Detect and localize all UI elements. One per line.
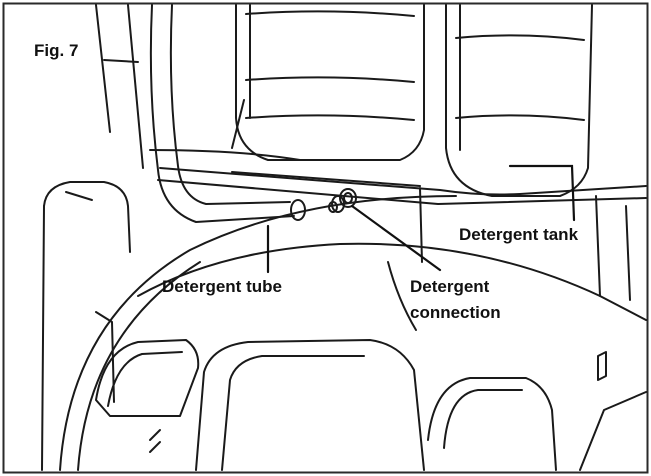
figure-number-label: Fig. 7 (34, 41, 78, 60)
detergent-tube-label: Detergent tube (162, 277, 282, 296)
bottom-details (149, 351, 647, 471)
left-pillar (95, 4, 144, 169)
left-block (41, 181, 131, 471)
detergent-tank-shape (445, 4, 593, 197)
detergent-connection-fitting (328, 188, 357, 213)
housing-walls (419, 187, 631, 301)
detergent-connection-label-line1: Detergent (410, 277, 490, 296)
detergent-tube-shape (149, 4, 306, 223)
detergent-tank-label: Detergent tank (459, 225, 579, 244)
lower-openings (95, 339, 557, 471)
circular-platform (59, 195, 647, 471)
leader-line-connection (350, 204, 442, 272)
left-bottle (235, 4, 425, 161)
detergent-connection-label-line2: connection (410, 303, 501, 322)
housing-ledge (149, 99, 647, 205)
leader-line-tank (508, 164, 576, 222)
